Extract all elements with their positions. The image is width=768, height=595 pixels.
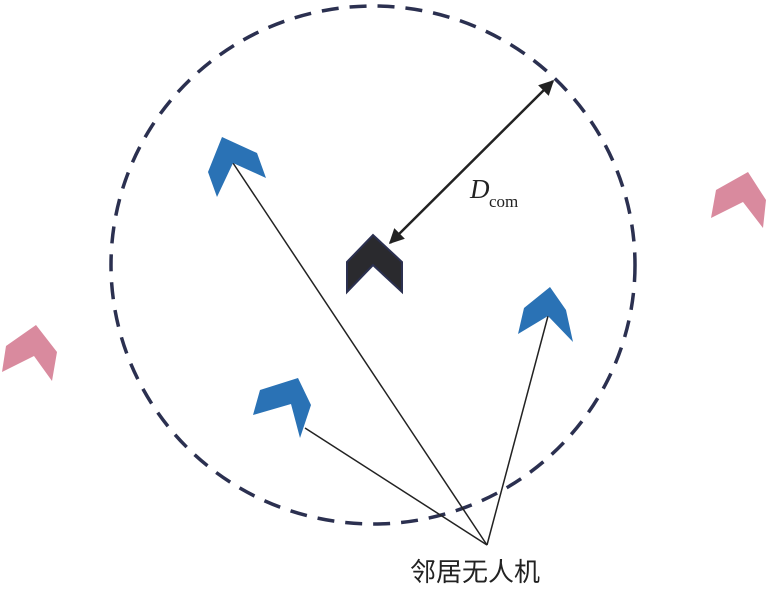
distance-subscript: com xyxy=(489,192,519,211)
distance-symbol: D xyxy=(470,174,490,204)
pointer-line-1 xyxy=(232,162,488,546)
neighbor-drone-icon xyxy=(208,137,266,197)
neighbor-drone-icon xyxy=(518,287,573,342)
neighbor-drones-label: 邻居无人机 xyxy=(410,558,541,588)
pointer-line-3 xyxy=(486,315,549,546)
distance-arrow xyxy=(388,79,555,245)
self-drone-icon xyxy=(346,233,403,295)
outside-drone-icon xyxy=(2,325,57,381)
outside-drone-icon xyxy=(711,172,766,228)
communication-range-circle xyxy=(109,4,637,526)
pointer-line-2 xyxy=(304,427,488,546)
neighbor-drone-icon xyxy=(253,378,311,438)
